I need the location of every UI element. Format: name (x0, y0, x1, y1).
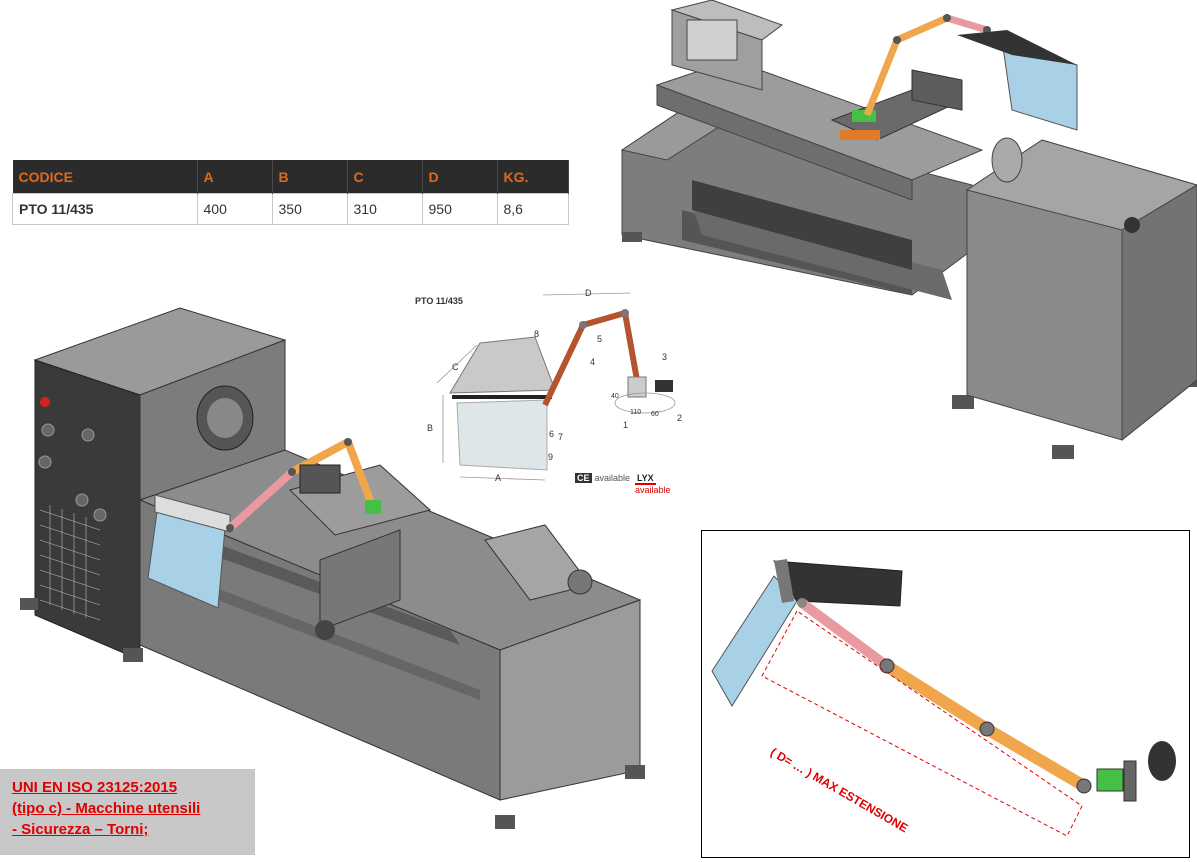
lyx-mark-icon: LYX (635, 473, 656, 485)
lathe-illustration-bottom (0, 300, 700, 840)
header-kg: KG. (497, 160, 569, 194)
small-dim-60: 60 (651, 411, 659, 418)
part-number-3: 3 (662, 352, 668, 362)
header-codice: CODICE (12, 160, 198, 194)
part-number-9: 9 (548, 452, 554, 462)
part-number-4: 4 (590, 357, 596, 367)
part-number-7: 7 (558, 432, 564, 442)
header-c: C (347, 160, 423, 194)
part-number-2: 2 (677, 413, 683, 423)
header-d: D (422, 160, 498, 194)
dim-letter-d: D (585, 288, 592, 298)
cell-c: 310 (346, 193, 423, 225)
lathe-illustration-top (612, 0, 1197, 465)
cell-kg: 8,6 (496, 193, 569, 225)
cell-codice: PTO 11/435 (12, 193, 198, 225)
part-number-8: 8 (534, 329, 540, 339)
norm-line-1[interactable]: UNI EN ISO 23125:2015 (12, 779, 178, 796)
part-number-5: 5 (597, 334, 603, 344)
availability-lyx: LYXavailable (635, 473, 671, 495)
drawing-code-label: PTO 11/435 (415, 296, 463, 306)
part-number-6: 6 (549, 429, 555, 439)
dim-letter-c: C (452, 362, 459, 372)
table-header-row: CODICE A B C D KG. (12, 160, 569, 194)
norm-line-3[interactable]: - Sicurezza – Torni; (12, 821, 149, 838)
norm-line-2[interactable]: (tipo c) - Macchine utensili (12, 800, 201, 817)
cell-b: 350 (271, 193, 348, 225)
small-dim-40: 40 (611, 393, 619, 400)
header-b: B (272, 160, 348, 194)
technical-drawing: PTO 11/435 8 5 4 3 2 1 6 7 9 A B C D 40 … (415, 285, 690, 495)
extension-diagram (711, 559, 1176, 837)
part-number-1: 1 (623, 420, 629, 430)
table-row: PTO 11/435 400 350 310 950 8,6 (12, 193, 569, 225)
cell-a: 400 (196, 193, 273, 225)
cell-d: 950 (421, 193, 498, 225)
header-a: A (197, 160, 273, 194)
ce-mark-icon: CE (575, 473, 592, 483)
extension-inset (701, 530, 1190, 858)
dim-letter-b: B (427, 423, 434, 433)
dim-letter-a: A (495, 473, 502, 483)
norm-reference-box: UNI EN ISO 23125:2015 (tipo c) - Macchin… (0, 769, 255, 855)
spec-table: CODICE A B C D KG. PTO 11/435 400 350 31… (12, 160, 569, 225)
small-dim-110: 110 (630, 409, 642, 416)
